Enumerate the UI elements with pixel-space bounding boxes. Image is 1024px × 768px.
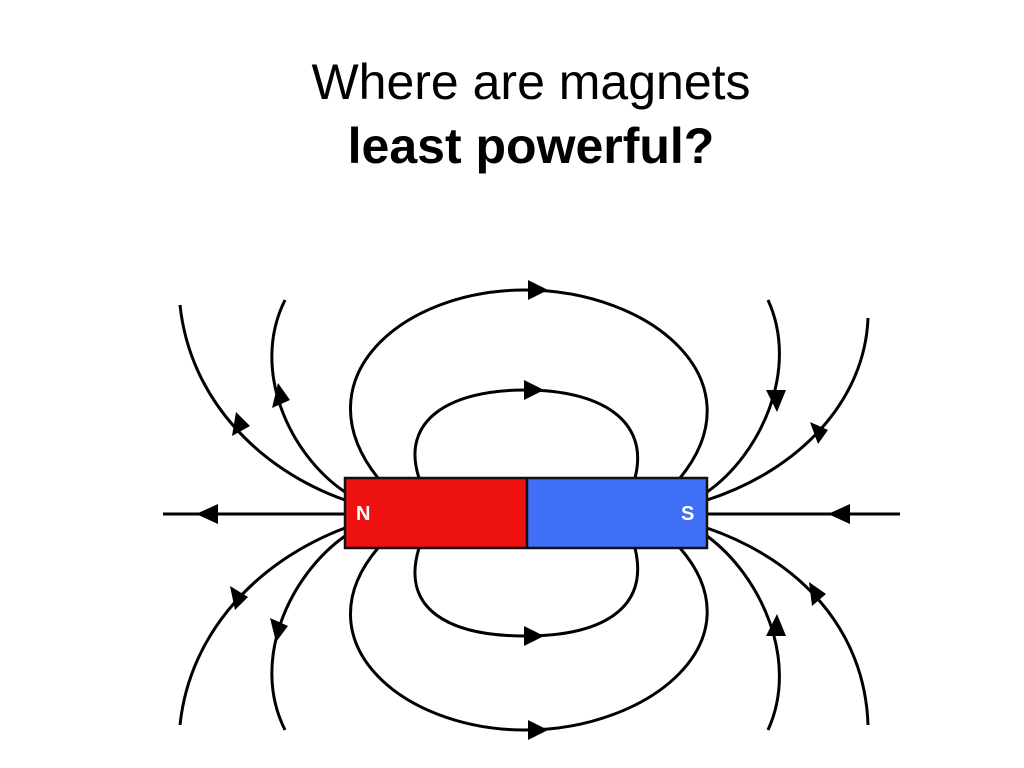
title-line-2: least powerful? [347,118,715,174]
arrow-right-lower-inner [766,614,786,636]
field-line-left-lower-inner [270,534,346,731]
field-arrows [196,280,850,740]
arrow-right-upper-outer [810,422,828,444]
field-line-left-upper-inner [270,299,346,494]
field-line-inner-top [413,388,640,479]
arrow-left-lower-outer [230,586,248,610]
field-line-right-lower-inner [706,534,781,731]
arrow-right-upper-inner [766,390,786,412]
arrow-outer-top [528,280,548,300]
arrow-left-upper-outer [232,412,250,436]
field-line-outer-top [348,288,709,479]
north-label: N [356,503,370,525]
arrow-left-lower-inner [270,618,288,642]
arrow-inner-top [524,380,544,400]
field-line-outer-bottom [348,547,709,732]
bar-magnet: N S [343,476,709,550]
arrow-outer-bottom [528,720,548,740]
slide-title: Where are magnets least powerful? [0,50,1024,178]
south-label: S [681,503,694,525]
arrow-left-upper-inner [272,383,290,408]
arrow-right-horizontal [828,504,850,524]
field-line-inner-bottom [413,547,640,638]
title-line-1: Where are magnets [311,54,751,110]
arrow-inner-bottom [524,626,544,646]
field-line-right-upper-inner [706,299,781,494]
south-pole [527,478,707,548]
north-pole [345,478,527,548]
field-line-right-lower-outer [706,526,870,726]
arrow-right-lower-outer [809,582,826,606]
arrow-left-horizontal [196,504,218,524]
